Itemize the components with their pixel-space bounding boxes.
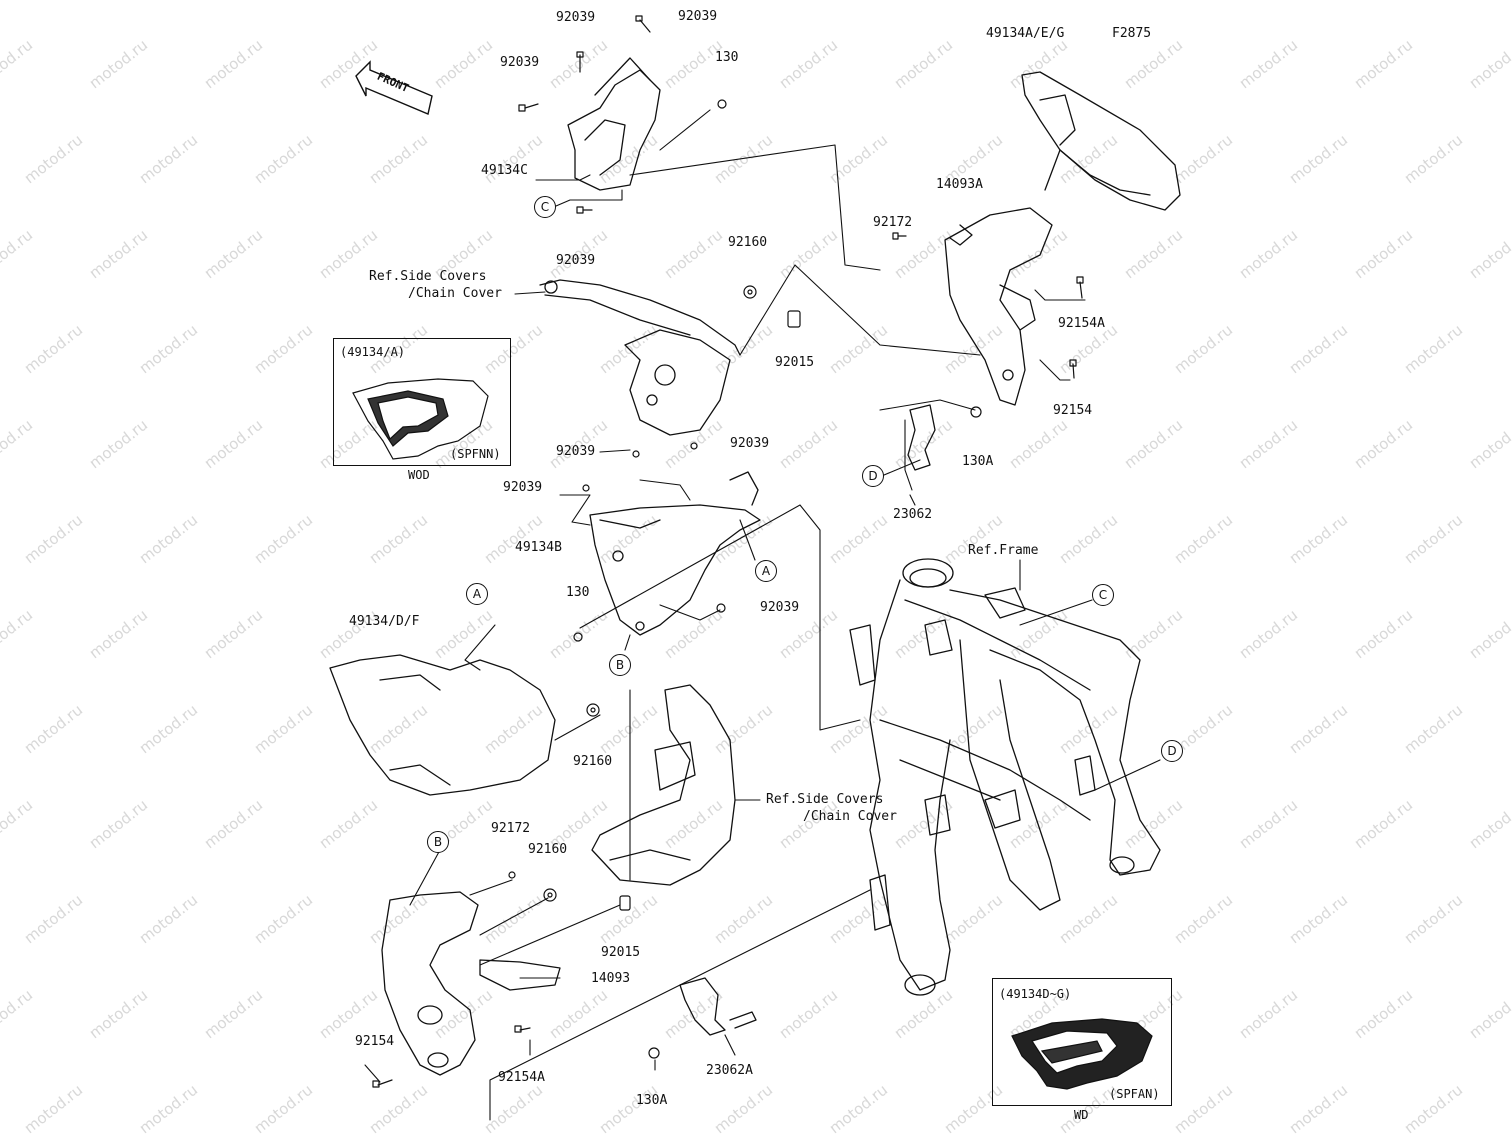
callout-a: A xyxy=(466,583,488,605)
callout-d: D xyxy=(862,465,884,487)
part-label-92154: 92154 xyxy=(355,1034,395,1049)
part-label-49134B: 49134B xyxy=(515,540,562,555)
part-label-14093A: 14093A xyxy=(936,177,983,192)
part-label-92039: 92039 xyxy=(760,600,800,615)
part-label-92160: 92160 xyxy=(528,842,568,857)
part-label-49134C: 49134C xyxy=(481,163,528,178)
inset-variant-wd: (49134D~G) (SPFAN) xyxy=(992,978,1172,1106)
part-label-92172: 92172 xyxy=(873,215,913,230)
ref-label-side-covers: Ref.Side Covers xyxy=(766,792,884,807)
lower-cowl-14093 xyxy=(381,891,561,1076)
callout-c: C xyxy=(534,196,556,218)
part-label-92154: 92154 xyxy=(1053,403,1093,418)
inset-caption: WOD xyxy=(408,468,430,482)
part-label-23062A: 23062A xyxy=(706,1063,753,1078)
leader-lines xyxy=(364,109,1161,1121)
figure-code: F2875 xyxy=(1112,26,1152,41)
part-label-92160: 92160 xyxy=(573,754,613,769)
ref-label-chain-cover: /Chain Cover xyxy=(803,809,897,824)
inset-header: (49134/A) xyxy=(340,345,406,359)
part-label-92039: 92039 xyxy=(500,55,540,70)
part-label-130A: 130A xyxy=(962,454,994,469)
fasteners xyxy=(372,15,1084,1088)
callout-b: B xyxy=(609,654,631,676)
part-label-92172: 92172 xyxy=(491,821,531,836)
callout-c: C xyxy=(1092,584,1114,606)
bracket-23062A xyxy=(679,977,757,1036)
callout-b: B xyxy=(427,831,449,853)
part-label-92039: 92039 xyxy=(503,480,543,495)
part-label-92039: 92039 xyxy=(678,9,718,24)
side-cover-bracket-bottom xyxy=(591,684,736,886)
ref-label-chain-cover: /Chain Cover xyxy=(408,286,502,301)
frame-assembly xyxy=(849,558,1161,996)
callout-d: D xyxy=(1161,740,1183,762)
inset-code: (SPFNN) xyxy=(450,447,501,461)
part-label-14093: 14093 xyxy=(591,971,631,986)
part-label-92154A: 92154A xyxy=(1058,316,1105,331)
variant-cowl-illustration xyxy=(1011,1018,1153,1090)
side-cowl-49134DF xyxy=(329,654,556,796)
inset-variant-wod: (49134/A) (SPFNN) xyxy=(333,338,511,466)
part-label-130: 130 xyxy=(566,585,590,600)
part-label-92015: 92015 xyxy=(601,945,641,960)
cover-49134B xyxy=(589,471,761,636)
callout-a: A xyxy=(755,560,777,582)
part-label-92039: 92039 xyxy=(556,444,596,459)
part-label-92015: 92015 xyxy=(775,355,815,370)
part-label-49134DF: 49134/D/F xyxy=(349,614,420,629)
ref-label-side-covers: Ref.Side Covers xyxy=(369,269,487,284)
ref-label-frame: Ref.Frame xyxy=(968,543,1039,558)
front-direction-arrow: FRONT xyxy=(355,60,433,115)
inset-caption: WD xyxy=(1074,1108,1089,1122)
part-label-23062: 23062 xyxy=(893,507,933,522)
side-cover-bracket-top xyxy=(539,279,741,436)
part-label-130: 130 xyxy=(715,50,739,65)
bracket-14093A xyxy=(944,207,1053,406)
inset-code: (SPFAN) xyxy=(1109,1087,1160,1101)
upper-cowl-49134AEG xyxy=(1021,71,1181,211)
part-label-92039: 92039 xyxy=(556,10,596,25)
part-label-92154A: 92154A xyxy=(498,1070,545,1085)
part-label-49134AEG: 49134A/E/G xyxy=(986,26,1065,41)
part-label-92039: 92039 xyxy=(556,253,596,268)
variant-cowl-illustration xyxy=(352,378,489,460)
part-label-130A: 130A xyxy=(636,1093,668,1108)
part-label-92160: 92160 xyxy=(728,235,768,250)
part-label-92039: 92039 xyxy=(730,436,770,451)
inset-header: (49134D~G) xyxy=(999,987,1072,1001)
bracket-23062 xyxy=(907,404,936,471)
inner-cowl-49134C xyxy=(567,57,661,191)
